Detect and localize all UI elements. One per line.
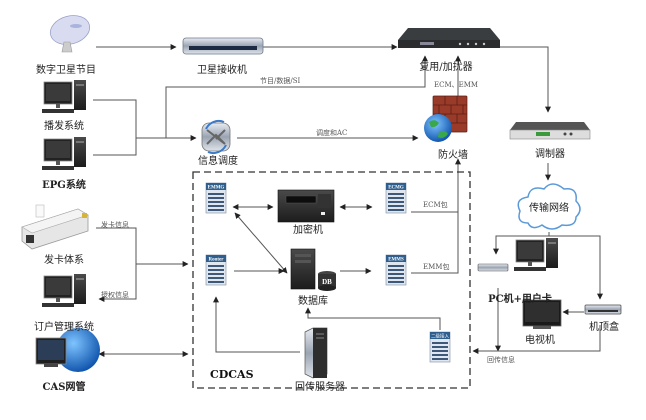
label-broadcast-system: 播发系统: [44, 121, 84, 132]
label-tv: 电视机: [525, 335, 555, 346]
label-satellite-receiver: 卫星接收机: [197, 65, 247, 76]
edge-emm-packet: [411, 172, 459, 274]
cloud-icon[interactable]: [517, 183, 581, 230]
router-server-icon[interactable]: Router: [205, 254, 227, 286]
set-top-box-icon[interactable]: [584, 304, 622, 315]
edge-emmg-db: [234, 212, 288, 274]
label-transport-network: 传输网络: [529, 203, 569, 214]
secondary-access-server-icon[interactable]: 二级接入: [429, 331, 451, 363]
label-cas-nms: CAS网管: [42, 382, 86, 393]
edge-label-auth-info: 授权信息: [101, 291, 129, 299]
edge-program-data-si: [165, 55, 428, 138]
ecmg-label: ECMG: [388, 186, 404, 191]
epg-system-computer-icon[interactable]: [41, 136, 87, 171]
cdcas-title: CDCAS: [210, 368, 254, 381]
receiver-icon[interactable]: [182, 37, 264, 55]
label-card-issuing: 发卡体系: [44, 255, 84, 266]
edge-card-info: [96, 227, 137, 264]
dispatch-icon[interactable]: [201, 119, 231, 155]
cdcas-boundary: [192, 171, 471, 389]
label-epg-system: EPG系统: [42, 180, 86, 191]
firewall-icon[interactable]: [424, 95, 468, 142]
edge-label-dispatch-ac: 调度和AC: [316, 129, 348, 137]
modulator-icon[interactable]: [509, 122, 591, 140]
label-satellite-program: 数字卫星节目: [36, 65, 96, 76]
emms-label: EMMS: [388, 258, 404, 263]
label-stb: 机顶盒: [589, 322, 619, 333]
label-encryptor: 加密机: [293, 225, 323, 236]
emmg-label: EMMG: [208, 186, 225, 191]
edge-label-program-data-si: 节目/数据/SI: [260, 77, 301, 85]
edge-label-ecm-packet: ECM包: [423, 201, 448, 209]
tv-icon[interactable]: [522, 299, 562, 329]
edge-cloud-stb: [549, 235, 603, 300]
emmg-server-icon[interactable]: EMMG: [205, 182, 227, 214]
db-badge: DB: [322, 278, 332, 286]
edge-access-db: [305, 307, 441, 330]
mux-rack-icon[interactable]: [398, 28, 500, 48]
satellite-dish-icon[interactable]: [47, 11, 93, 53]
edge-label-ecm-emm: ECM、EMM: [434, 81, 479, 89]
label-return-server: 回传服务器: [295, 382, 345, 393]
subscriber-mgmt-computer-icon[interactable]: [41, 273, 87, 308]
label-modulator: 调制器: [535, 149, 565, 160]
encryptor-icon[interactable]: [277, 189, 335, 223]
ecmg-server-icon[interactable]: ECMG: [385, 182, 407, 214]
connections: [93, 44, 603, 357]
label-firewall: 防火墙: [438, 150, 468, 161]
emms-server-icon[interactable]: EMMS: [385, 254, 407, 286]
cas-nms-globe-monitor-icon[interactable]: [35, 328, 100, 372]
label-subscriber-mgmt: 订户管理系统: [34, 322, 94, 333]
label-pc-user-card: PC机+用户卡: [488, 294, 552, 305]
edge-auth-info: [98, 264, 137, 302]
database-server-icon[interactable]: DB: [290, 248, 336, 291]
label-database: 数据库: [298, 296, 328, 307]
router-label: Router: [209, 258, 225, 263]
edge-epg-bus: [93, 138, 137, 156]
edge-broadcast-bus: [93, 99, 137, 138]
edge-label-card-info: 发卡信息: [101, 221, 129, 229]
broadcast-system-computer-icon[interactable]: [41, 79, 87, 114]
card-printer-icon[interactable]: [21, 204, 89, 250]
edge-return-router: [213, 296, 300, 353]
edge-label-emm-packet: EMM包: [423, 263, 450, 271]
edge-return-info: [472, 325, 601, 354]
edge-mux-modulator: [500, 46, 551, 113]
label-mux-scrambler: 复用/加扰器: [419, 62, 473, 73]
return-server-tower-icon[interactable]: [304, 327, 328, 379]
edge-cloud-pc: [493, 232, 550, 255]
pc-user-card-icon[interactable]: [477, 237, 559, 272]
edge-label-return-info: 回传信息: [487, 356, 515, 364]
secondary-access-label: 二级接入: [431, 333, 449, 340]
label-info-dispatch: 信息调度: [198, 156, 238, 167]
